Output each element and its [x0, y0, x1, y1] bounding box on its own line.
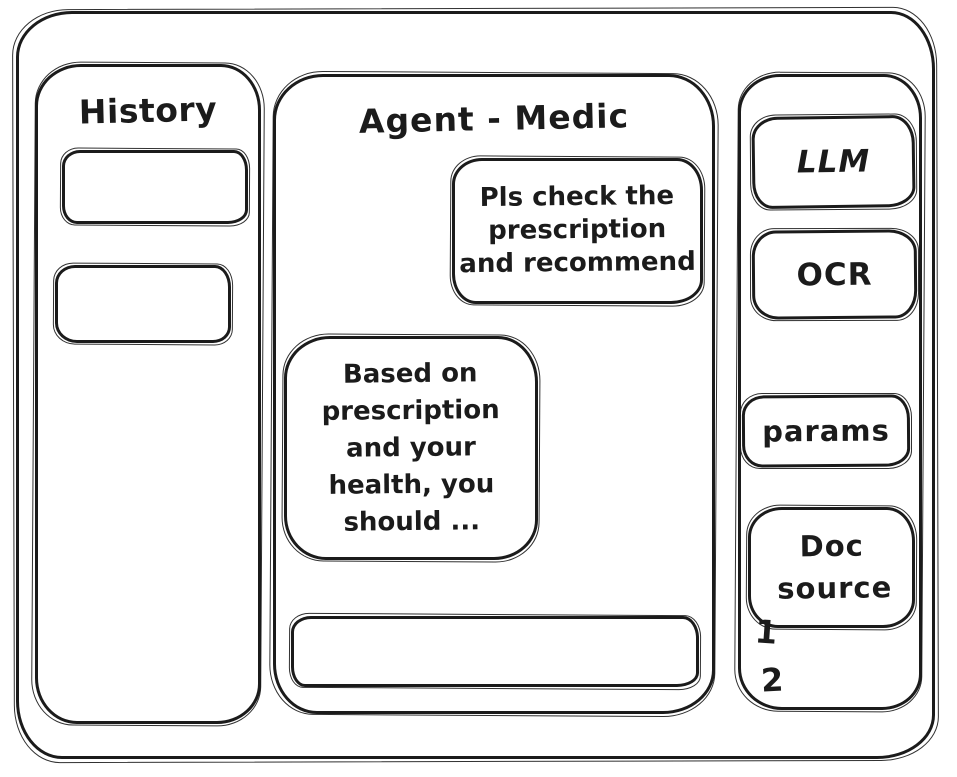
- ocr-button[interactable]: OCR: [751, 229, 918, 320]
- history-item[interactable]: [55, 265, 231, 343]
- doc-source-button[interactable]: Doc source: [748, 507, 915, 628]
- doc-source-label: Doc source: [776, 529, 892, 607]
- llm-button[interactable]: LLM: [751, 114, 916, 210]
- tools-panel: LLM OCR params Doc source 1 2: [738, 74, 922, 710]
- assistant-message-text: Based on prescription and your health, y…: [321, 358, 500, 538]
- chat-title: Agent - Medic: [358, 96, 630, 141]
- user-message-text: Pls check the prescription and recommend: [459, 181, 697, 280]
- history-title: History: [78, 89, 218, 132]
- user-message-bubble: Pls check the prescription and recommend: [452, 158, 703, 304]
- doc-source-annotation-1: 1: [753, 612, 779, 652]
- chat-input-bar: [291, 616, 699, 687]
- assistant-message-bubble: Based on prescription and your health, y…: [284, 336, 538, 560]
- chat-input[interactable]: [294, 619, 696, 684]
- history-panel: History: [35, 64, 261, 724]
- doc-source-annotation-2: 2: [760, 660, 785, 700]
- chat-panel: Agent - Medic Pls check the prescription…: [273, 74, 715, 714]
- params-button[interactable]: params: [741, 394, 911, 468]
- app-window: History Agent - Medic Pls check the pres…: [16, 11, 935, 759]
- history-item[interactable]: [62, 150, 248, 224]
